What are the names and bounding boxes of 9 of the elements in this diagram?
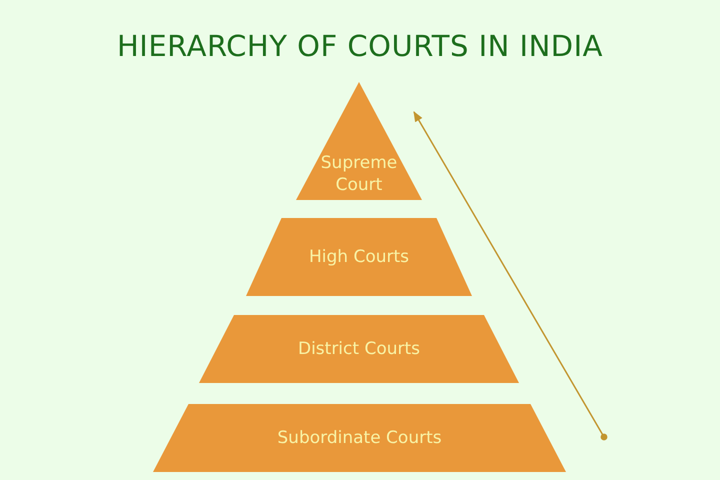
diagram-title: HIERARCHY OF COURTS IN INDIA <box>116 28 604 64</box>
pyramid-apex <box>296 82 422 200</box>
court-level-label: Supreme Court <box>320 152 398 196</box>
court-level-label: Subordinate Courts <box>277 427 442 449</box>
pyramid-tier <box>199 315 519 383</box>
court-level-label: High Courts <box>308 246 410 268</box>
court-level-label: District Courts <box>298 338 420 360</box>
pyramid-tier <box>153 404 566 472</box>
pyramid-tier <box>246 218 472 296</box>
